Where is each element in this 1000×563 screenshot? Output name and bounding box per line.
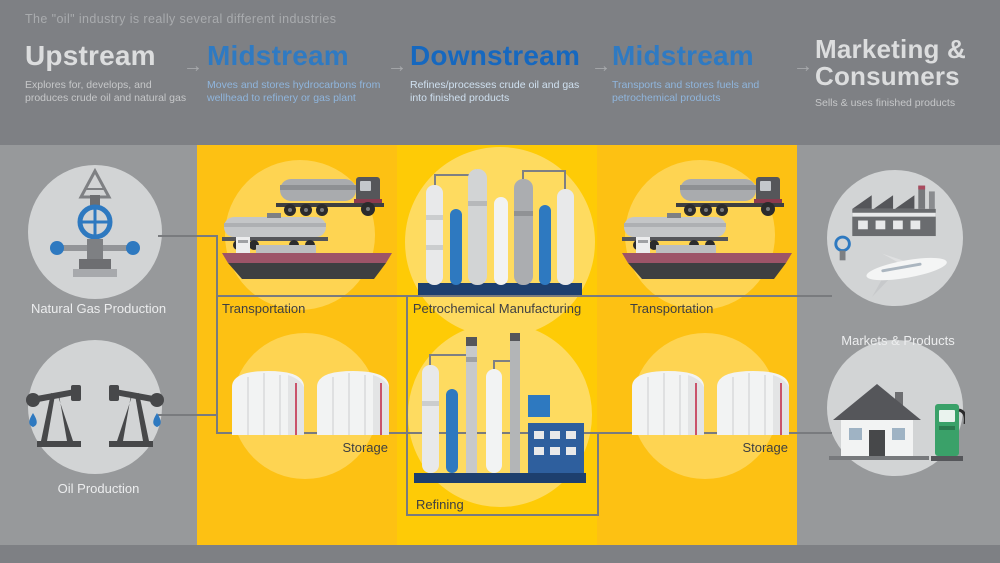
stage-marketing-heading: Marketing & Consumers <box>815 34 967 91</box>
petrochemical-plant-icon <box>418 169 582 295</box>
stage-midstream-1-heading: Midstream <box>207 40 349 71</box>
stage-upstream-desc: Explores for, develops, and produces cru… <box>25 78 187 105</box>
stage-upstream: Upstream Explores for, develops, and pro… <box>25 40 195 106</box>
transportation-icon <box>622 177 792 279</box>
factory-airplane-icon <box>834 185 952 297</box>
stage-downstream: Downstream Refines/processes crude oil a… <box>410 40 590 106</box>
stage-upstream-heading: Upstream <box>25 40 156 71</box>
connector-line <box>597 432 599 516</box>
storage1-label: Storage <box>342 440 388 455</box>
arrow-icon: → <box>387 55 407 77</box>
transportation-icon <box>222 177 392 279</box>
markets-circle <box>827 170 963 306</box>
storage2-label: Storage <box>742 440 788 455</box>
storage-tanks-icon <box>231 370 390 436</box>
arrow-icon: → <box>591 55 611 77</box>
stage-midstream-1: Midstream Moves and stores hydrocarbons … <box>207 40 382 106</box>
stage-marketing-desc: Sells & uses finished products <box>815 97 956 110</box>
storage-tanks-icon <box>631 370 790 436</box>
arrow-icon: → <box>183 55 203 77</box>
infographic-title: The "oil" industry is really several dif… <box>25 12 337 26</box>
stage-marketing: Marketing & Consumers Sells & uses finis… <box>815 36 995 111</box>
markets-products-label: Markets & Products <box>841 333 955 348</box>
arrow-icon: → <box>793 55 813 77</box>
oil-production-label: Oil Production <box>57 481 140 496</box>
refinery-icon <box>414 333 586 483</box>
connector-line <box>216 432 832 434</box>
natural-gas-rig-icon <box>50 167 140 277</box>
petrochemical-manufacturing-label: Petrochemical Manufacturing <box>412 301 582 316</box>
connector-line <box>216 235 218 434</box>
transportation2-label: Transportation <box>630 301 714 316</box>
house-fuel-pump-icon <box>829 384 965 461</box>
stage-downstream-heading: Downstream <box>410 40 581 71</box>
connector-line <box>216 295 832 297</box>
footer-band <box>0 545 1000 563</box>
connector-line <box>406 295 408 516</box>
pumpjack-icon <box>26 385 164 447</box>
header-band: The "oil" industry is really several dif… <box>0 0 1000 145</box>
transportation1-label: Transportation <box>222 301 306 316</box>
stage-midstream-2: Midstream Transports and stores fuels an… <box>612 40 787 106</box>
diagram-body: Natural Gas Production Oil Production Tr… <box>0 145 1000 545</box>
stage-midstream-2-desc: Transports and stores fuels and petroche… <box>612 78 760 105</box>
connector-line <box>158 414 218 416</box>
stage-downstream-desc: Refines/processes crude oil and gas into… <box>410 78 580 105</box>
connector-line <box>158 235 218 237</box>
connector-line <box>406 514 599 516</box>
stage-midstream-2-heading: Midstream <box>612 40 754 71</box>
refining-label: Refining <box>416 497 464 512</box>
stage-midstream-1-desc: Moves and stores hydrocarbons from wellh… <box>207 78 381 105</box>
natural-gas-production-label: Natural Gas Production <box>30 301 167 316</box>
